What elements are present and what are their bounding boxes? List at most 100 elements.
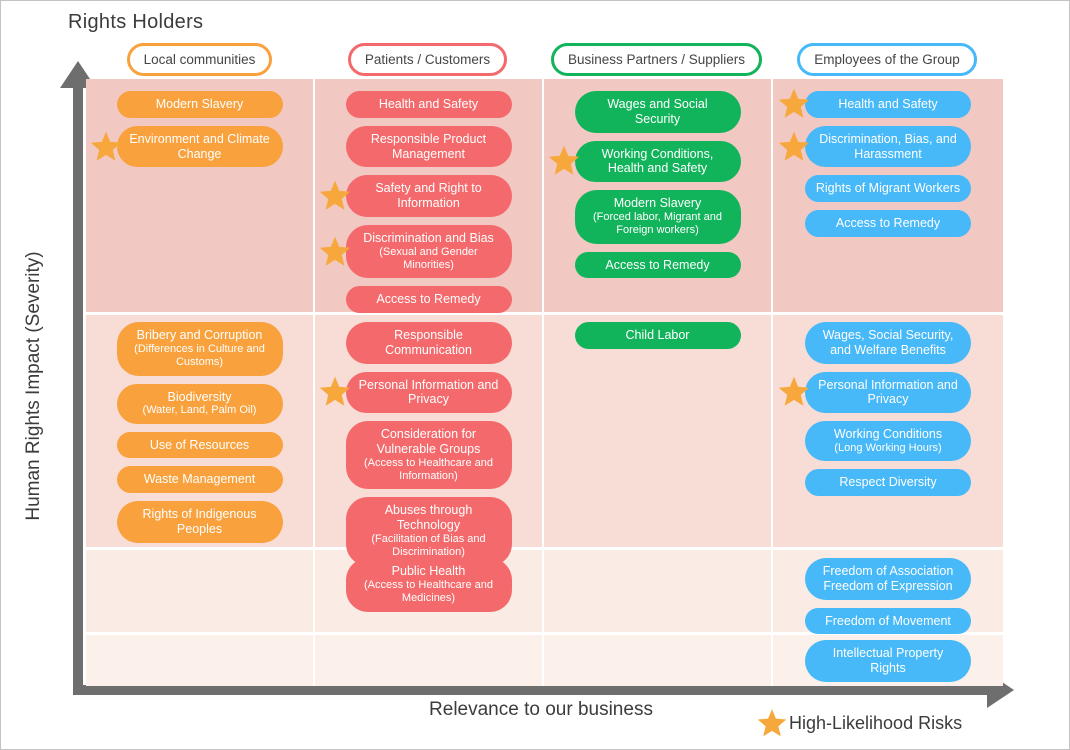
risk-pill-modern-slavery: Modern Slavery(Forced labor, Migrant and… bbox=[574, 190, 741, 244]
risk-pill-label: Personal Information and Privacy bbox=[358, 377, 499, 407]
risk-pill-sublabel: (Differences in Culture and Customs) bbox=[134, 342, 265, 369]
risk-pill-label: Waste Management bbox=[143, 472, 256, 487]
risk-pill-access-to-remedy: Access to Remedy bbox=[345, 286, 512, 314]
risk-pill-wages-and-social-security: Wages and Social Security bbox=[574, 91, 741, 133]
risk-pill-access-to-remedy: Access to Remedy bbox=[805, 210, 971, 237]
risk-pill-label: Modern Slavery bbox=[613, 196, 702, 210]
risk-pill-sublabel: (Access to Healthcare and Information) bbox=[363, 456, 493, 482]
column-header-employees-of-the-group: Employees of the Group bbox=[797, 43, 977, 76]
risk-pill-abuses-through-technology: Abuses through Technology(Facilitation o… bbox=[345, 497, 512, 566]
column-headers-row: Local communities Patients / Customers Bus… bbox=[86, 43, 1003, 76]
y-axis-label: Human Rights Impact (Severity) bbox=[23, 251, 44, 521]
risk-pill-label: Access to Remedy bbox=[835, 216, 941, 230]
risk-pill-child-labor: Child Labor bbox=[574, 322, 741, 349]
risk-pill-label: Respect Diversity bbox=[839, 475, 937, 490]
risk-pill-sublabel: (Access to Healthcare and Medicines) bbox=[363, 578, 493, 605]
risk-pill-label: Personal Information and Privacy bbox=[818, 377, 958, 407]
risk-pill-waste-management: Waste Management bbox=[116, 466, 283, 494]
star-icon bbox=[757, 709, 787, 738]
risk-pill-bribery-and-corruption: Bribery and Corruption(Differences in Cu… bbox=[116, 322, 283, 376]
cell-patients-customers-band-4 bbox=[313, 635, 542, 686]
risk-pill-health-and-safety: Health and Safety bbox=[345, 91, 512, 118]
risk-pill-rights-of-migrant-workers: Rights of Migrant Workers bbox=[805, 175, 971, 202]
risk-pill-label: Environment and Climate Change bbox=[129, 131, 270, 161]
cell-employees-of-the-group-band-4: Intellectual Property Rights bbox=[771, 635, 1003, 686]
cell-local-communities-band-3 bbox=[86, 550, 313, 632]
risk-pill-label: Modern Slavery bbox=[155, 97, 244, 111]
risk-pill-label: Discrimination and Bias bbox=[363, 230, 494, 245]
column-header-local-communities: Local communities bbox=[126, 43, 273, 76]
risk-pill-label: Consideration for Vulnerable Groups bbox=[376, 427, 481, 456]
page-title: Rights Holders bbox=[68, 11, 204, 33]
risk-pill-freedom-of-association-freedom-of-expression: Freedom of Association Freedom of Expres… bbox=[805, 558, 971, 600]
risk-pill-label: Responsible Communication bbox=[385, 328, 472, 357]
legend-label: High-Likelihood Risks bbox=[789, 713, 963, 733]
column-header-patients-customers: Patients / Customers bbox=[347, 43, 508, 76]
risk-pill-responsible-product-management: Responsible Product Management bbox=[345, 125, 512, 168]
risk-pill-sublabel: (Sexual and Gender Minorities) bbox=[379, 245, 478, 271]
cell-employees-of-the-group-band-3: Freedom of Association Freedom of Expres… bbox=[771, 550, 1003, 635]
risk-pill-label: Wages, Social Security, and Welfare Bene… bbox=[822, 328, 954, 357]
risk-pill-personal-information-and-privacy: Personal Information and Privacy bbox=[778, 371, 971, 413]
risk-pill-label: Rights of Indigenous Peoples bbox=[142, 507, 257, 536]
risk-pill-sublabel: (Facilitation of Bias and Discrimination… bbox=[371, 532, 486, 559]
risk-pill-freedom-of-movement: Freedom of Movement bbox=[805, 607, 971, 635]
risk-pill-label: Public Health bbox=[391, 564, 466, 578]
risk-pill-label: Use of Resources bbox=[149, 437, 250, 452]
risk-pill-wages-social-security-and-welfare-benefits: Wages, Social Security, and Welfare Bene… bbox=[805, 322, 971, 364]
risk-pill-working-conditions-health-and-safety: Working Conditions, Health and Safety bbox=[548, 140, 741, 182]
x-axis-label: Relevance to our business bbox=[429, 699, 653, 720]
risk-pill-label: Discrimination, Bias, and Harassment bbox=[819, 131, 957, 161]
high-likelihood-star-icon bbox=[778, 376, 810, 408]
risk-pill-label: Intellectual Property Rights bbox=[832, 646, 944, 675]
risk-pill-label: Safety and Right to Information bbox=[375, 181, 482, 210]
risk-pill-respect-diversity: Respect Diversity bbox=[805, 469, 971, 496]
risk-pill-label: Working Conditions, Health and Safety bbox=[601, 146, 714, 176]
y-axis-line bbox=[73, 87, 83, 695]
risk-pill-label: Responsible Product Management bbox=[370, 131, 487, 161]
risk-pill-label: Biodiversity bbox=[167, 389, 232, 404]
cell-local-communities-band-4 bbox=[86, 635, 313, 686]
risk-pill-environment-and-climate-change: Environment and Climate Change bbox=[90, 125, 283, 168]
risk-pill-label: Freedom of Association Freedom of Expres… bbox=[822, 564, 954, 593]
column-header-business-partners-suppliers: Business Partners / Suppliers bbox=[550, 43, 763, 76]
risk-pill-access-to-remedy: Access to Remedy bbox=[574, 251, 741, 279]
severity-band-3: Public Health(Access to Healthcare and M… bbox=[86, 547, 1003, 635]
high-likelihood-star-icon bbox=[90, 131, 122, 162]
risk-pill-discrimination-and-bias: Discrimination and Bias(Sexual and Gende… bbox=[319, 224, 512, 279]
cell-business-partners-suppliers-band-4 bbox=[542, 635, 771, 686]
risk-pill-label: Health and Safety bbox=[378, 97, 479, 111]
high-likelihood-star-icon bbox=[319, 376, 351, 408]
x-axis-line bbox=[73, 685, 989, 695]
risk-pill-rights-of-indigenous-peoples: Rights of Indigenous Peoples bbox=[116, 501, 283, 543]
risk-pill-label: Abuses through Technology bbox=[384, 503, 473, 533]
cell-employees-of-the-group-band-2: Wages, Social Security, and Welfare Bene… bbox=[771, 315, 1003, 547]
risk-pill-label: Bribery and Corruption bbox=[136, 328, 263, 342]
high-likelihood-star-icon bbox=[548, 145, 580, 177]
risk-pill-label: Access to Remedy bbox=[376, 292, 481, 307]
risk-pill-label: Working Conditions bbox=[833, 427, 943, 441]
risk-pill-personal-information-and-privacy: Personal Information and Privacy bbox=[319, 371, 512, 413]
risk-pill-public-health: Public Health(Access to Healthcare and M… bbox=[345, 558, 512, 612]
risk-pill-sublabel: (Long Working Hours) bbox=[834, 441, 942, 454]
severity-band-2: Bribery and Corruption(Differences in Cu… bbox=[86, 312, 1003, 566]
cell-local-communities-band-2: Bribery and Corruption(Differences in Cu… bbox=[86, 315, 313, 547]
risk-pill-intellectual-property-rights: Intellectual Property Rights bbox=[805, 640, 971, 682]
risk-pill-sublabel: (Water, Land, Palm Oil) bbox=[142, 404, 257, 417]
risk-pill-use-of-resources: Use of Resources bbox=[116, 431, 283, 459]
high-likelihood-star-icon bbox=[778, 131, 810, 162]
risk-pill-safety-and-right-to-information: Safety and Right to Information bbox=[319, 175, 512, 217]
risk-pill-consideration-for-vulnerable-groups: Consideration for Vulnerable Groups(Acce… bbox=[345, 421, 512, 490]
cell-business-partners-suppliers-band-3 bbox=[542, 550, 771, 632]
risk-pill-label: Child Labor bbox=[625, 328, 690, 342]
legend: High-Likelihood Risks bbox=[757, 709, 962, 738]
risk-pill-responsible-communication: Responsible Communication bbox=[345, 322, 512, 364]
high-likelihood-star-icon bbox=[319, 236, 351, 267]
risk-pill-health-and-safety: Health and Safety bbox=[778, 89, 971, 119]
high-likelihood-star-icon bbox=[778, 89, 810, 120]
